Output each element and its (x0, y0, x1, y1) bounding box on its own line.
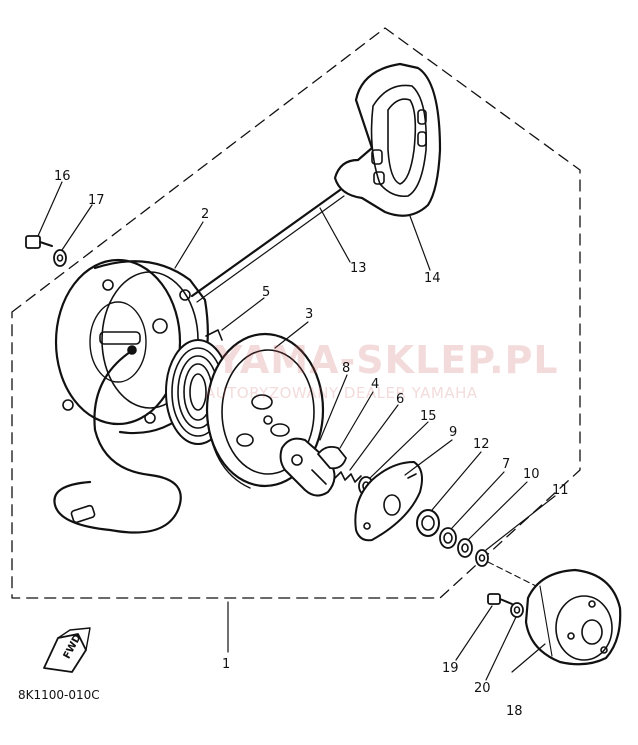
drive-pulley (524, 568, 622, 666)
starter-handle (333, 62, 442, 217)
starter-case (54, 258, 209, 435)
callout-9: 9 (449, 425, 458, 440)
fwd-arrow-icon (43, 627, 91, 673)
washer-20 (510, 602, 524, 618)
starter-rope (190, 188, 345, 303)
ratchet-pawl (279, 437, 336, 497)
washer-17 (53, 249, 67, 267)
bolt-16 (25, 235, 53, 249)
callout-15: 15 (420, 409, 437, 424)
washer-7 (439, 527, 457, 549)
plate-washer (416, 509, 440, 537)
drawing-code: 8K1100-010C (18, 688, 100, 702)
callout-4: 4 (371, 377, 380, 392)
callout-13: 13 (350, 261, 367, 276)
callout-10: 10 (523, 467, 540, 482)
callout-3: 3 (305, 307, 314, 322)
washer-10 (457, 538, 473, 558)
callout-12: 12 (473, 437, 490, 452)
callout-19: 19 (442, 661, 459, 676)
small-spring (334, 471, 362, 483)
callout-1: 1 (222, 657, 231, 672)
callout-14: 14 (424, 271, 441, 286)
bolt-19 (487, 593, 513, 605)
callout-2: 2 (201, 207, 210, 222)
watermark-text: YAMA-SKLEP.PL (215, 338, 559, 382)
callout-18: 18 (506, 704, 523, 719)
callout-16: 16 (54, 169, 71, 184)
callout-6: 6 (396, 392, 405, 407)
ratchet-guide (317, 445, 347, 470)
callout-17: 17 (88, 193, 105, 208)
nut-11 (475, 549, 489, 567)
leader-lines (37, 181, 556, 681)
assembly-axis (487, 561, 541, 589)
callout-11: 11 (552, 483, 569, 498)
callout-5: 5 (262, 285, 271, 300)
callout-20: 20 (474, 681, 491, 696)
assembly-boundary (11, 27, 581, 599)
starter-cable (53, 350, 182, 534)
callout-8: 8 (342, 361, 351, 376)
friction-plate (354, 461, 423, 542)
watermark-subtext: AUTORYZOWANY DEALER YAMAHA (205, 384, 478, 402)
callout-7: 7 (502, 457, 511, 472)
